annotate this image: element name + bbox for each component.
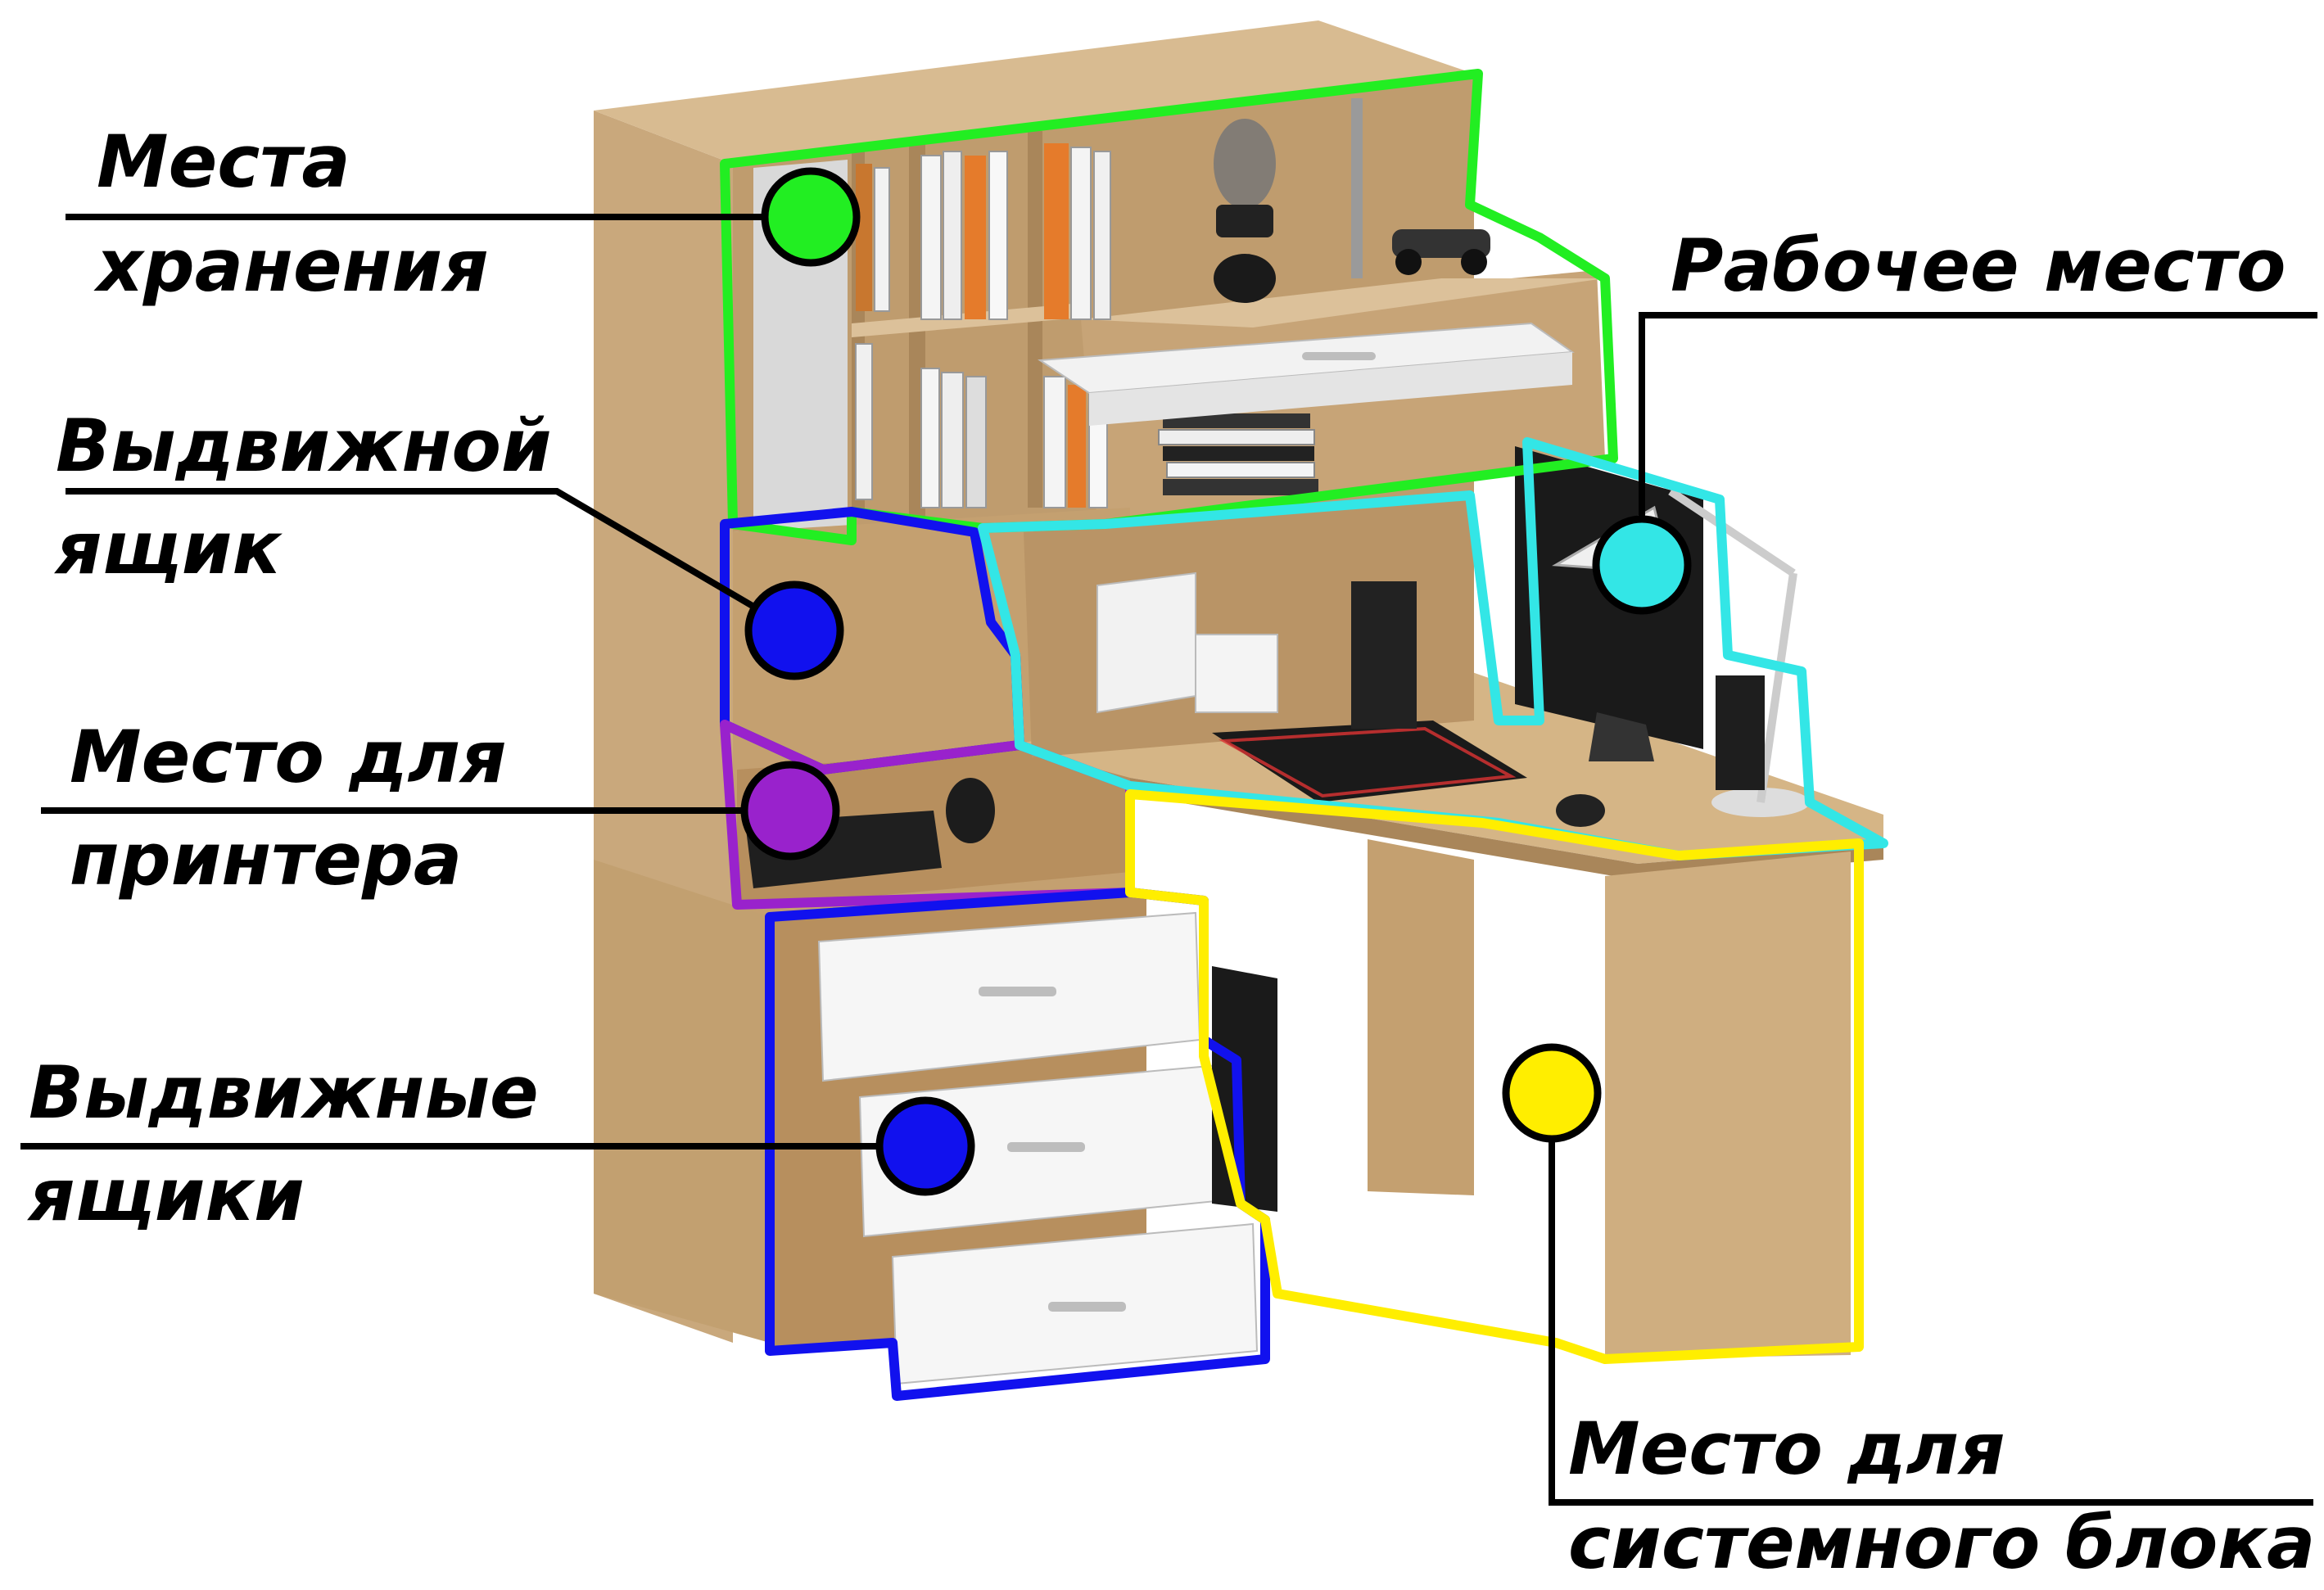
workspace-dot	[1592, 515, 1692, 615]
label-system-unit-2: системного блока	[1568, 1501, 2315, 1585]
decor-car	[1392, 229, 1490, 275]
label-printer-1: Место для	[70, 715, 507, 799]
label-system-unit-1: Место для	[1568, 1407, 2005, 1491]
book-row	[855, 143, 1111, 508]
monitor-stand	[1589, 712, 1654, 761]
system-unit-dot	[1502, 1043, 1602, 1143]
cabinet-top-panel	[594, 20, 1474, 164]
workspace-leader	[1639, 312, 2317, 565]
mouse	[1556, 794, 1605, 827]
middle-shelf	[852, 303, 1081, 337]
speaker	[1351, 581, 1417, 729]
label-drawer-2: ящик	[54, 506, 283, 590]
label-workspace: Рабочее место	[1671, 224, 2286, 308]
callout-lines	[20, 214, 2317, 1506]
drawer-handle	[1048, 1302, 1126, 1312]
zone-storage-outline	[720, 69, 1618, 545]
label-drawer-1: Выдвижной	[56, 404, 552, 488]
system-unit-leader	[1549, 1101, 2313, 1506]
desk-leg-right	[1605, 851, 1851, 1359]
keyboard-shelf-front	[1089, 352, 1572, 426]
decor-lamp	[1214, 119, 1276, 303]
callout-labels: Места хранения Выдвижной ящик Место для …	[27, 120, 2315, 1585]
label-drawers-2: ящики	[27, 1153, 305, 1237]
label-printer-2: принтера	[70, 817, 462, 901]
zone-system-unit-outline	[1125, 789, 1864, 1364]
speaker-right	[1716, 675, 1765, 790]
label-drawers-1: Выдвижные	[29, 1050, 539, 1135]
pen-holder	[1096, 571, 1196, 714]
drawer-leader	[66, 488, 797, 634]
upper-shelf-board	[1081, 278, 1605, 327]
keyboard-rgb	[1219, 726, 1517, 798]
callout-dots	[740, 167, 1692, 1196]
desk-leg-left	[1368, 839, 1474, 1195]
shelf-handle	[1302, 352, 1376, 360]
pen-cup	[1195, 634, 1278, 713]
plant-pot	[946, 778, 995, 843]
label-storage-2: хранения	[93, 224, 489, 308]
drawer-dot	[744, 580, 844, 680]
support-pole	[1351, 98, 1363, 278]
zone-workspace-outline	[978, 437, 1888, 860]
drawer-handle	[1007, 1142, 1085, 1152]
lower-cabinet-side	[594, 860, 770, 1343]
drawers-dot	[875, 1096, 975, 1196]
drawer-handle	[979, 987, 1056, 996]
storage-dot	[761, 167, 861, 267]
printer-dot	[740, 761, 840, 860]
zone-outlines	[720, 69, 1888, 1401]
label-storage-1: Места	[97, 120, 350, 204]
book-stack	[1158, 413, 1318, 495]
